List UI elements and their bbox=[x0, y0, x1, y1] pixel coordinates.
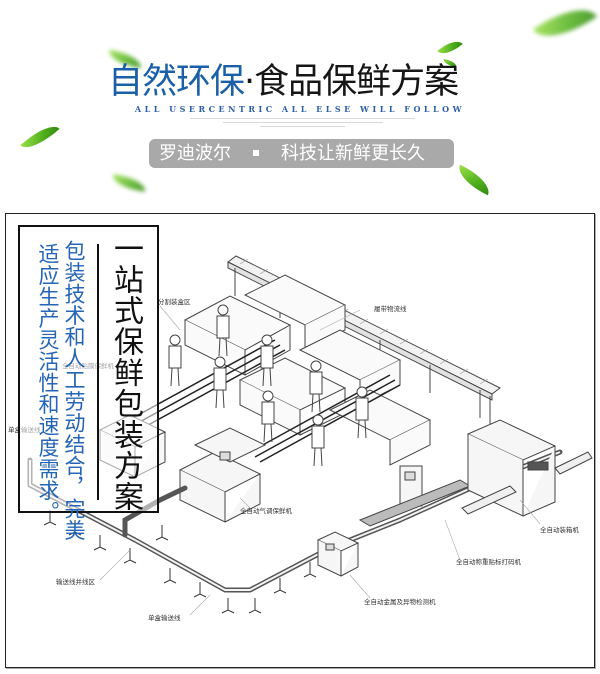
label-metal-detector: 全自动金属及异物检测机 bbox=[364, 598, 436, 606]
weigh-label-machine bbox=[358, 465, 472, 527]
title-main: ·食品保鲜方案 bbox=[244, 62, 459, 102]
map-machine bbox=[178, 427, 267, 523]
leaf-icon bbox=[111, 174, 147, 192]
leaf-icon bbox=[20, 118, 60, 156]
workers bbox=[168, 304, 369, 467]
brand-name: 罗迪波尔 bbox=[159, 143, 231, 164]
output-conveyors bbox=[461, 451, 593, 515]
separator-dot bbox=[253, 149, 259, 156]
callout-text-line1: 包装技术和人工劳动结合，完美 bbox=[62, 240, 86, 541]
tagline-banner: 罗迪波尔 科技让新鲜更长久 bbox=[149, 139, 454, 168]
label-merge-area: 输送线并线区 bbox=[56, 578, 95, 586]
label-sorting-area: 分割装盒区 bbox=[158, 298, 191, 306]
english-subtitle: ALL USERCENTRIC ALL ELSE WILL FOLLOW bbox=[134, 104, 466, 114]
metal-detector bbox=[316, 531, 360, 577]
conveyor-feet bbox=[43, 510, 317, 614]
leaf-icon bbox=[437, 35, 463, 60]
callout-box bbox=[18, 225, 159, 513]
label-belt-line: 履带物流线 bbox=[374, 305, 407, 313]
label-single-box-line: 单盒输送线 bbox=[148, 614, 181, 622]
leaf-icon bbox=[453, 164, 495, 196]
decorative-fine-text bbox=[190, 118, 415, 130]
callout-divider bbox=[97, 244, 99, 500]
page-title: 自然环保·食品保鲜方案 bbox=[108, 60, 498, 104]
diagram-frame bbox=[5, 213, 595, 668]
label-case-packer: 全自动装箱机 bbox=[540, 526, 579, 534]
label-map-machine: 全自动气调保鲜机 bbox=[240, 507, 292, 515]
tagline-slogan: 科技让新鲜更长久 bbox=[281, 143, 425, 164]
callout-heading: 一站式保鲜包装方案 bbox=[108, 233, 143, 512]
callout-text-line2: 适应生产灵活性和速度需求。 bbox=[36, 243, 60, 523]
title-highlight: 自然环保 bbox=[108, 62, 245, 102]
leaf-icon bbox=[532, 0, 598, 51]
label-weigh-label: 全自动称重贴标打码机 bbox=[456, 558, 521, 566]
